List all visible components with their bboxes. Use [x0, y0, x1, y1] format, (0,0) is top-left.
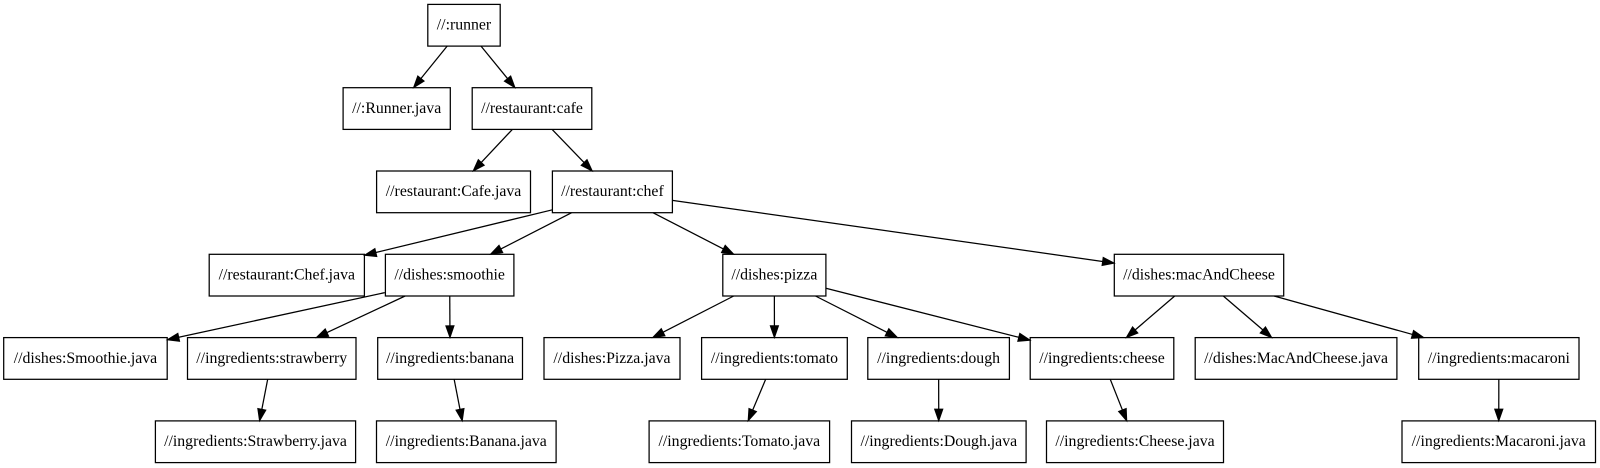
svg-text://dishes:smoothie: //dishes:smoothie [394, 266, 505, 283]
svg-text://dishes:MacAndCheese.java: //dishes:MacAndCheese.java [1204, 350, 1388, 367]
svg-text://ingredients:dough: //ingredients:dough [877, 350, 1000, 367]
svg-text://ingredients:Tomato.java: //ingredients:Tomato.java [659, 433, 821, 450]
svg-text://ingredients:Macaroni.java: //ingredients:Macaroni.java [1412, 433, 1586, 450]
svg-text://ingredients:Banana.java: //ingredients:Banana.java [386, 433, 547, 450]
svg-text://ingredients:macaroni: //ingredients:macaroni [1428, 350, 1571, 367]
svg-text://ingredients:tomato: //ingredients:tomato [711, 350, 838, 367]
svg-text://:runner: //:runner [437, 17, 492, 34]
svg-text://ingredients:Dough.java: //ingredients:Dough.java [860, 433, 1017, 450]
svg-text://restaurant:cafe: //restaurant:cafe [481, 100, 583, 117]
svg-text://ingredients:Strawberry.java: //ingredients:Strawberry.java [164, 433, 347, 450]
svg-text://restaurant:chef: //restaurant:chef [561, 183, 664, 200]
svg-text://restaurant:Chef.java: //restaurant:Chef.java [219, 266, 355, 283]
svg-text://dishes:macAndCheese: //dishes:macAndCheese [1123, 266, 1275, 283]
svg-text://ingredients:banana: //ingredients:banana [386, 350, 514, 367]
svg-text://restaurant:Cafe.java: //restaurant:Cafe.java [386, 183, 522, 200]
svg-text://ingredients:cheese: //ingredients:cheese [1039, 350, 1164, 367]
svg-text://dishes:Pizza.java: //dishes:Pizza.java [553, 350, 670, 367]
svg-text://:Runner.java: //:Runner.java [352, 100, 441, 117]
svg-text://dishes:pizza: //dishes:pizza [731, 266, 817, 283]
svg-text://dishes:Smoothie.java: //dishes:Smoothie.java [14, 350, 157, 367]
svg-text://ingredients:strawberry: //ingredients:strawberry [196, 350, 347, 367]
svg-text://ingredients:Cheese.java: //ingredients:Cheese.java [1055, 433, 1214, 450]
